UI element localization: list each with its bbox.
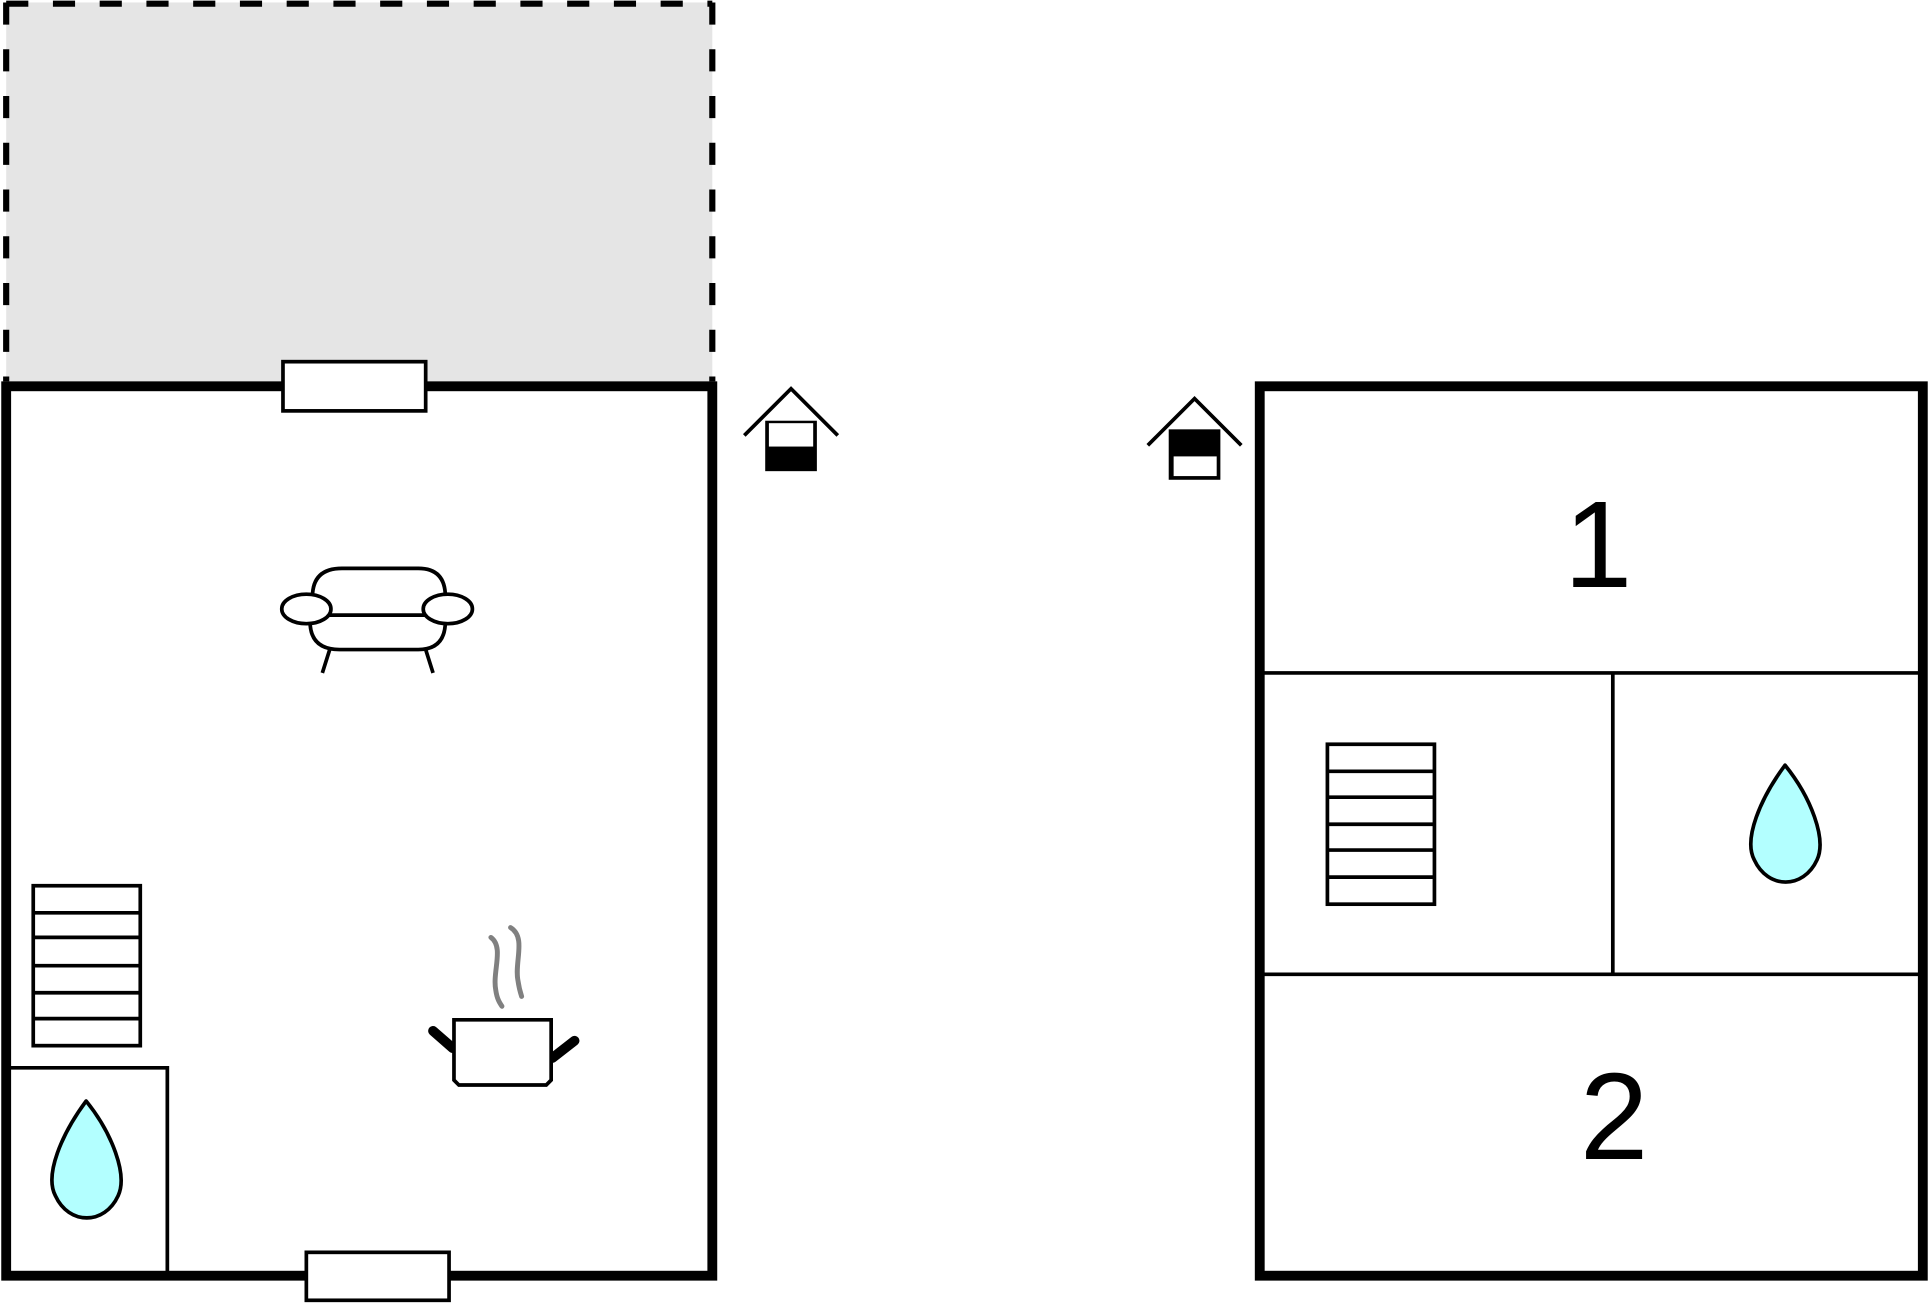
cooking-pot-icon <box>428 925 580 1087</box>
room-label-1: 1 <box>1564 477 1632 614</box>
stairs-icon <box>1325 742 1437 907</box>
upper-floor: 1 2 <box>1254 381 1928 1281</box>
bathroom-wall <box>6 1065 170 1276</box>
sofa-icon <box>279 566 475 674</box>
house-ground-floor-icon <box>742 386 840 472</box>
window-top <box>281 359 428 413</box>
house-upper-floor-icon <box>1146 395 1243 480</box>
water-drop-icon <box>50 1099 123 1220</box>
water-drop-icon <box>1749 763 1822 884</box>
terrace <box>3 0 716 384</box>
window-bottom <box>304 1250 451 1303</box>
stairs-icon <box>31 883 143 1048</box>
room-label-2: 2 <box>1580 1049 1648 1186</box>
ground-floor <box>1 359 718 1303</box>
